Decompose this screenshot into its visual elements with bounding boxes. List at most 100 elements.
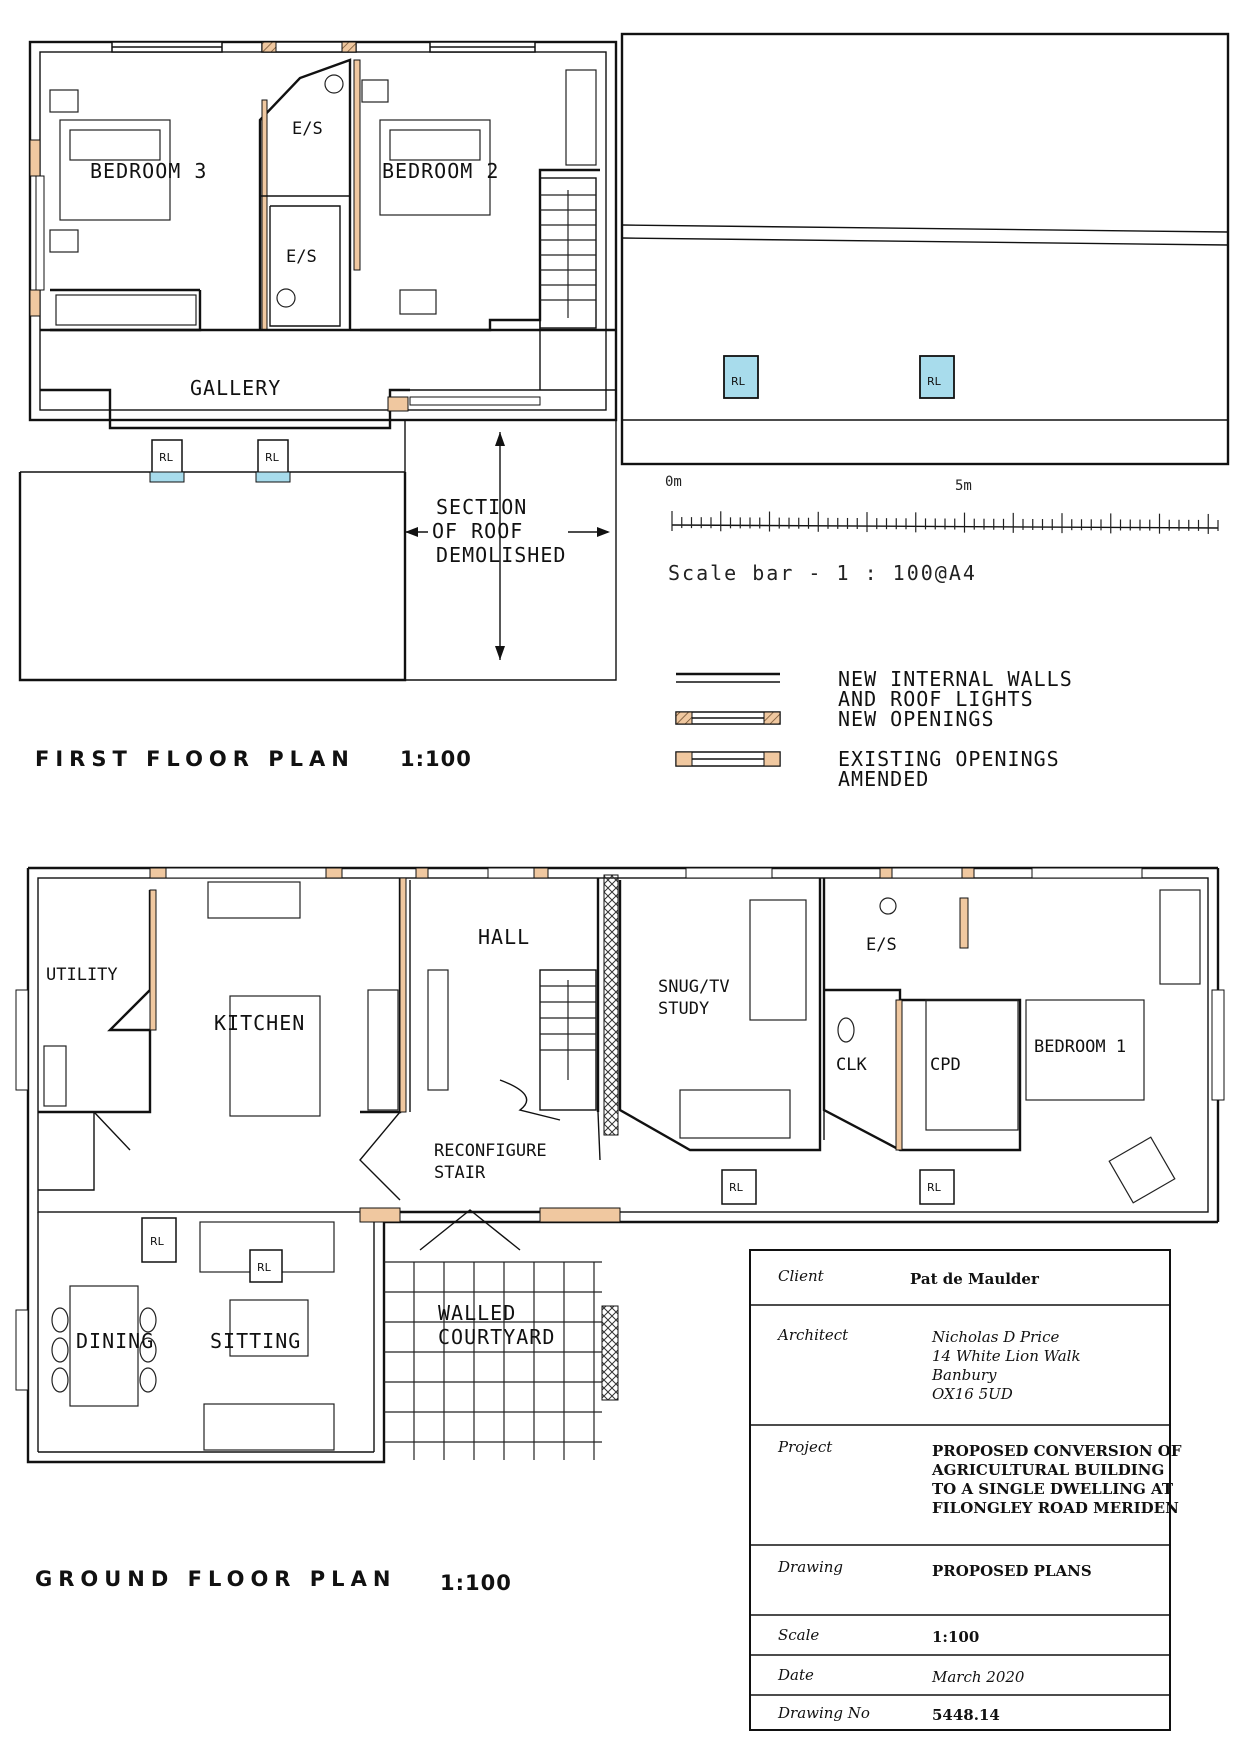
- rooflight-1: RL: [149, 439, 185, 483]
- ground-floor-plan: RL RL RL RL UTILITY KITCHEN HALL SNUG/TV…: [15, 866, 1225, 1595]
- room-label-ensuite: E/S: [866, 935, 897, 955]
- wardrobe: [1159, 889, 1201, 985]
- room-label-sitting: SITTING: [210, 1329, 301, 1353]
- title-block-architect-label: Architect: [776, 1326, 849, 1344]
- first-floor-internal-walls: [40, 58, 616, 430]
- title-block-date: March 2020: [931, 1668, 1025, 1686]
- roof-plan-block: [620, 32, 1230, 466]
- rooflight-4: RL: [919, 355, 955, 399]
- title-block-drawing-no-label: Drawing No: [777, 1704, 870, 1722]
- sofa: [203, 1403, 335, 1451]
- room-label-cloakroom: CLK: [836, 1055, 867, 1075]
- title-block-scale-label: Scale: [778, 1626, 819, 1644]
- rooflight-label: RL: [257, 1261, 272, 1274]
- room-label-ensuite: E/S: [292, 119, 323, 139]
- scale-bar-mid-label: 5m: [955, 478, 972, 494]
- title-block-client-label: Client: [778, 1267, 825, 1285]
- legend-item-label: EXISTING OPENINGS: [838, 747, 1060, 771]
- dining-table: [69, 1285, 139, 1407]
- title-block-project-line: FILONGLEY ROAD MERIDEN: [932, 1499, 1179, 1517]
- rooflight-8: RL: [919, 1169, 955, 1205]
- title-block-drawing-label: Drawing: [777, 1558, 843, 1576]
- rooflight-label: RL: [927, 375, 942, 388]
- room-label-gallery: GALLERY: [190, 376, 281, 400]
- room-label-snug: SNUG/TV: [658, 977, 730, 997]
- section-note-line: SECTION: [436, 495, 527, 519]
- rooflight-3: RL: [723, 355, 759, 399]
- first-floor-plan-scale: 1:100: [400, 747, 472, 771]
- rooflight-label: RL: [731, 375, 746, 388]
- room-label-dining: DINING: [76, 1329, 154, 1353]
- title-block-date-label: Date: [777, 1666, 814, 1684]
- stair-note: STAIR: [434, 1163, 486, 1183]
- room-label-courtyard: COURTYARD: [438, 1325, 555, 1349]
- title-block-project-line: AGRICULTURAL BUILDING: [931, 1461, 1164, 1479]
- ground-floor-plan-title: GROUND FLOOR PLAN: [35, 1567, 396, 1591]
- title-block-architect-line: Banbury: [931, 1366, 997, 1384]
- room-label-hall: HALL: [478, 925, 530, 949]
- ground-floor-internal-walls: [38, 877, 1022, 1223]
- coffee-table: [229, 1299, 309, 1357]
- first-floor-outer-wall: [28, 40, 618, 422]
- rooflight-7: RL: [721, 1169, 757, 1205]
- legend-item-label: AND ROOF LIGHTS: [838, 687, 1034, 711]
- title-block-architect-line: OX16 5UD: [932, 1385, 1013, 1403]
- title-block-architect-line: Nicholas D Price: [931, 1328, 1059, 1346]
- room-label-courtyard: WALLED: [438, 1301, 516, 1325]
- title-block-project-label: Project: [777, 1438, 833, 1456]
- title-block-project-line: TO A SINGLE DWELLING AT: [932, 1480, 1174, 1498]
- courtyard-paving: [384, 1261, 602, 1460]
- title-block-drawing-no: 5448.14: [932, 1706, 1000, 1724]
- legend-item-label: NEW OPENINGS: [838, 707, 995, 731]
- sofa: [749, 899, 807, 1021]
- room-label-cupboard: CPD: [930, 1055, 961, 1075]
- ground-floor-outer-wall: [26, 868, 620, 1464]
- title-block: Client Pat de Maulder Architect Nicholas…: [749, 1249, 1182, 1731]
- bed: [379, 119, 491, 216]
- rooflight-label: RL: [159, 451, 174, 464]
- wardrobe: [55, 294, 197, 326]
- cupboard: [925, 999, 1019, 1131]
- room-label-bedroom-1: BEDROOM 1: [1034, 1037, 1126, 1057]
- first-floor-plan: RL RL RL RL BEDROOM 3 BEDROOM 2 E/S E/S …: [18, 32, 1230, 771]
- title-block-architect-line: 14 White Lion Walk: [932, 1347, 1081, 1365]
- scale-bar-caption: Scale bar - 1 : 100@A4: [668, 561, 977, 585]
- bed: [59, 119, 171, 221]
- ground-floor-stair: [499, 969, 597, 1121]
- title-block-project-line: PROPOSED CONVERSION OF: [932, 1442, 1182, 1460]
- section-note-line: OF ROOF: [432, 519, 523, 543]
- room-label-bedroom-2: BEDROOM 2: [382, 159, 499, 183]
- scale-bar: 0m 5m Scale bar - 1 : 100@A4: [665, 474, 1219, 585]
- scale-bar-start-label: 0m: [665, 474, 682, 490]
- title-block-scale: 1:100: [932, 1628, 979, 1646]
- legend: NEW INTERNAL WALLS AND ROOF LIGHTS NEW O…: [675, 667, 1073, 791]
- bed: [1025, 999, 1145, 1101]
- ground-floor-plan-scale: 1:100: [440, 1571, 512, 1595]
- first-floor-stair: [539, 177, 597, 329]
- room-label-kitchen: KITCHEN: [214, 1011, 305, 1035]
- first-floor-plan-title: FIRST FLOOR PLAN: [35, 747, 355, 771]
- room-label-ensuite: E/S: [286, 247, 317, 267]
- rooflight-label: RL: [927, 1181, 942, 1194]
- room-label-bedroom-3: BEDROOM 3: [90, 159, 207, 183]
- legend-item-label: AMENDED: [838, 767, 929, 791]
- title-block-drawing: PROPOSED PLANS: [932, 1562, 1092, 1580]
- rooflight-6: RL: [249, 1249, 283, 1283]
- sofa: [679, 1089, 791, 1139]
- rooflight-label: RL: [150, 1235, 165, 1248]
- rooflight-label: RL: [729, 1181, 744, 1194]
- armchair: [1108, 1136, 1176, 1204]
- kitchen-island: [229, 995, 321, 1117]
- title-block-client: Pat de Maulder: [910, 1270, 1040, 1288]
- section-note-line: DEMOLISHED: [436, 543, 566, 567]
- demolished-roof-outline: [18, 472, 407, 682]
- room-label-utility: UTILITY: [46, 965, 118, 985]
- room-label-snug: STUDY: [658, 999, 709, 1019]
- legend-item-label: NEW INTERNAL WALLS: [838, 667, 1073, 691]
- rooflight-label: RL: [265, 451, 280, 464]
- stair-note: RECONFIGURE: [434, 1141, 547, 1161]
- rooflight-5: RL: [141, 1217, 177, 1263]
- rooflight-2: RL: [255, 439, 291, 483]
- wardrobe: [565, 69, 597, 166]
